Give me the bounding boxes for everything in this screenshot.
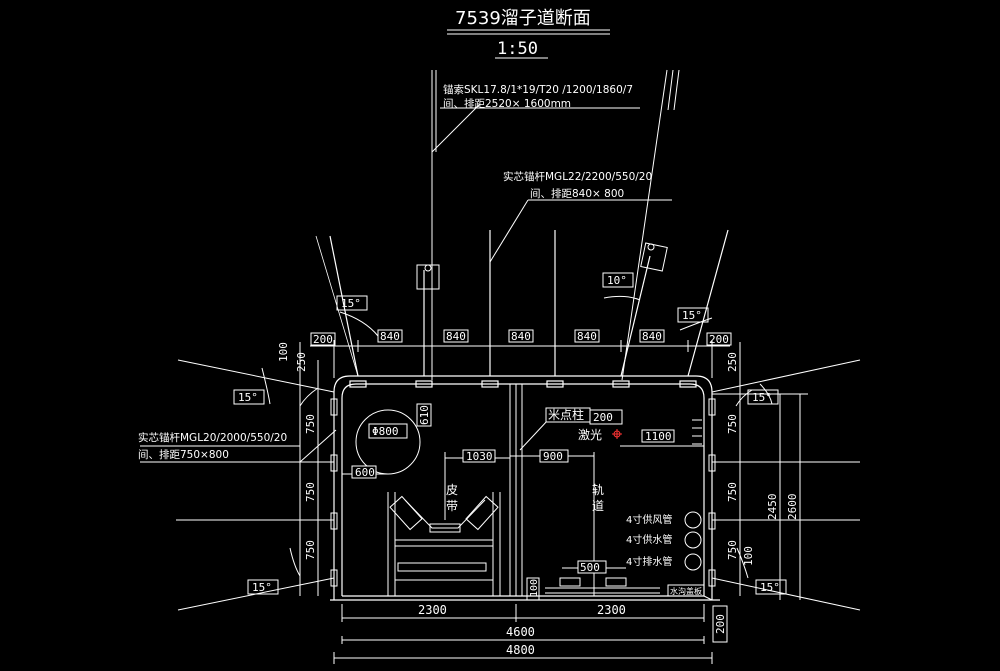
dim-w4800: 4800 [506, 643, 535, 657]
air-pipe-icon [684, 511, 702, 529]
angle-labels: 15° 10° 15° 15° 15° 15° 15° [233, 272, 787, 595]
right-vertical-dims: 250 750 750 750 100 2450 2600 200 [712, 342, 808, 643]
belt-conveyor: Φ800 610 600 皮 带 1030 [342, 403, 510, 596]
side-bolt-spec-line1: 实芯锚杆MGL20/2000/550/20 [138, 431, 287, 444]
label-rail-char1: 轨 [592, 483, 604, 497]
cable-lock-right [640, 242, 668, 272]
label-mark-point: 米点柱 [548, 407, 584, 422]
dim-w2300-left: 2300 [418, 603, 447, 617]
dim-w500: 500 [580, 561, 600, 574]
cable-lock-left [416, 264, 440, 290]
angle-bottom-left: 15° [252, 581, 272, 594]
label-pipe-drain: 4寸排水管 [626, 555, 672, 568]
dim-h100: 100 [529, 579, 540, 597]
top-dimension-chain: 200 840 840 840 840 840 200 [310, 329, 732, 378]
dim-top-spacing-4: 840 [577, 330, 597, 343]
dim-right-750-c: 750 [726, 540, 739, 560]
dim-right-2600: 2600 [786, 494, 799, 521]
drain-pipe-icon [684, 553, 702, 571]
angle-top-left: 15° [341, 297, 361, 310]
tunnel-outline [330, 375, 720, 601]
tunnel-contour-outer [333, 375, 713, 600]
rail-track-side: 900 轨 道 500 米点柱 200 激光 1100 [510, 407, 704, 596]
dim-top-edge-right: 200 [709, 333, 729, 346]
label-pipe-water: 4寸供水管 [626, 533, 672, 546]
cable-spec-line2: 间、排距2520× 1600mm [443, 97, 571, 110]
label-belt-char1: 皮 [446, 483, 458, 497]
dim-left-750-c: 750 [304, 540, 317, 560]
ventilation-duct [355, 409, 421, 475]
water-pipe-icon [684, 531, 702, 549]
label-belt-char2: 带 [446, 499, 458, 513]
center-column: 100 [509, 384, 540, 601]
cable-anchors [416, 69, 680, 381]
dim-w2300-right: 2300 [597, 603, 626, 617]
side-bolt-callout: 实芯锚杆MGL20/2000/550/20 间、排距750×800 [138, 429, 337, 463]
angle-top-mid: 10° [607, 274, 627, 287]
label-ditch-cover: 水沟盖板 [670, 586, 702, 596]
roof-bolt-1 [329, 235, 359, 377]
dim-right-2450: 2450 [766, 494, 779, 521]
left-vertical-dims: 100 250 750 750 750 [277, 342, 319, 596]
dim-right-250: 250 [726, 352, 739, 372]
dim-left-250: 250 [295, 352, 308, 372]
dim-top-spacing-1: 840 [380, 330, 400, 343]
dim-w900: 900 [543, 450, 563, 463]
angle-top-right: 15° [682, 309, 702, 322]
cable-spec-line1: 锚索SKL17.8/1*19/T20 /1200/1860/7 [443, 83, 633, 96]
dim-left-100: 100 [277, 342, 290, 362]
side-bolt-left-1 [177, 359, 335, 393]
dim-w4600: 4600 [506, 625, 535, 639]
dim-left-750-b: 750 [304, 482, 317, 502]
drawing-title: 7539溜子道断面 [455, 8, 591, 29]
dim-top-spacing-3: 840 [511, 330, 531, 343]
dim-top-edge-left: 200 [313, 333, 333, 346]
dim-left-750-a: 750 [304, 414, 317, 434]
dim-h200: 200 [593, 411, 613, 424]
bottom-dimension-chains: 2300 2300 4600 4800 [333, 603, 713, 664]
cable-callout: 锚索SKL17.8/1*19/T20 /1200/1860/7 间、排距2520… [431, 83, 640, 153]
dim-right-750-a: 750 [726, 414, 739, 434]
dim-h610: 610 [418, 405, 431, 425]
dim-right-100: 100 [742, 546, 755, 566]
cable-anchor-right [621, 69, 668, 381]
dim-w600: 600 [355, 466, 375, 479]
side-bolt-spec-line2: 间、排距750×800 [138, 448, 229, 461]
label-laser: 激光 [578, 428, 602, 442]
tunnel-contour-inner [341, 383, 705, 596]
roof-bolt-6 [687, 229, 729, 377]
drawing-scale: 1:50 [497, 39, 538, 59]
side-bolts [176, 359, 861, 611]
angle-bottom-right: 15° [760, 581, 780, 594]
angle-side-left-upper: 15° [238, 391, 258, 404]
label-pipe-air: 4寸供风管 [626, 513, 672, 526]
dim-right-750-b: 750 [726, 482, 739, 502]
label-rail-char2: 道 [592, 499, 604, 513]
dim-bottom-200: 200 [714, 614, 727, 634]
pipes: 4寸供风管 4寸供水管 4寸排水管 水沟盖板 [626, 511, 713, 601]
dim-top-spacing-2: 840 [446, 330, 466, 343]
dim-w1030: 1030 [466, 450, 493, 463]
roof-bolt-spec-line1: 实芯锚杆MGL22/2200/550/20 [503, 170, 652, 183]
dim-duct-diameter: Φ800 [372, 425, 399, 438]
roof-bolt-callout: 实芯锚杆MGL22/2200/550/20 间、排距840× 800 [489, 170, 672, 263]
roof-bolt-spec-line2: 间、排距840× 800 [530, 187, 624, 200]
dim-top-spacing-5: 840 [642, 330, 662, 343]
title-block: 7539溜子道断面 1:50 [447, 8, 610, 59]
belt-trough [404, 499, 486, 529]
dim-w1100: 1100 [645, 430, 672, 443]
angle-side-right-upper: 15° [752, 391, 772, 404]
